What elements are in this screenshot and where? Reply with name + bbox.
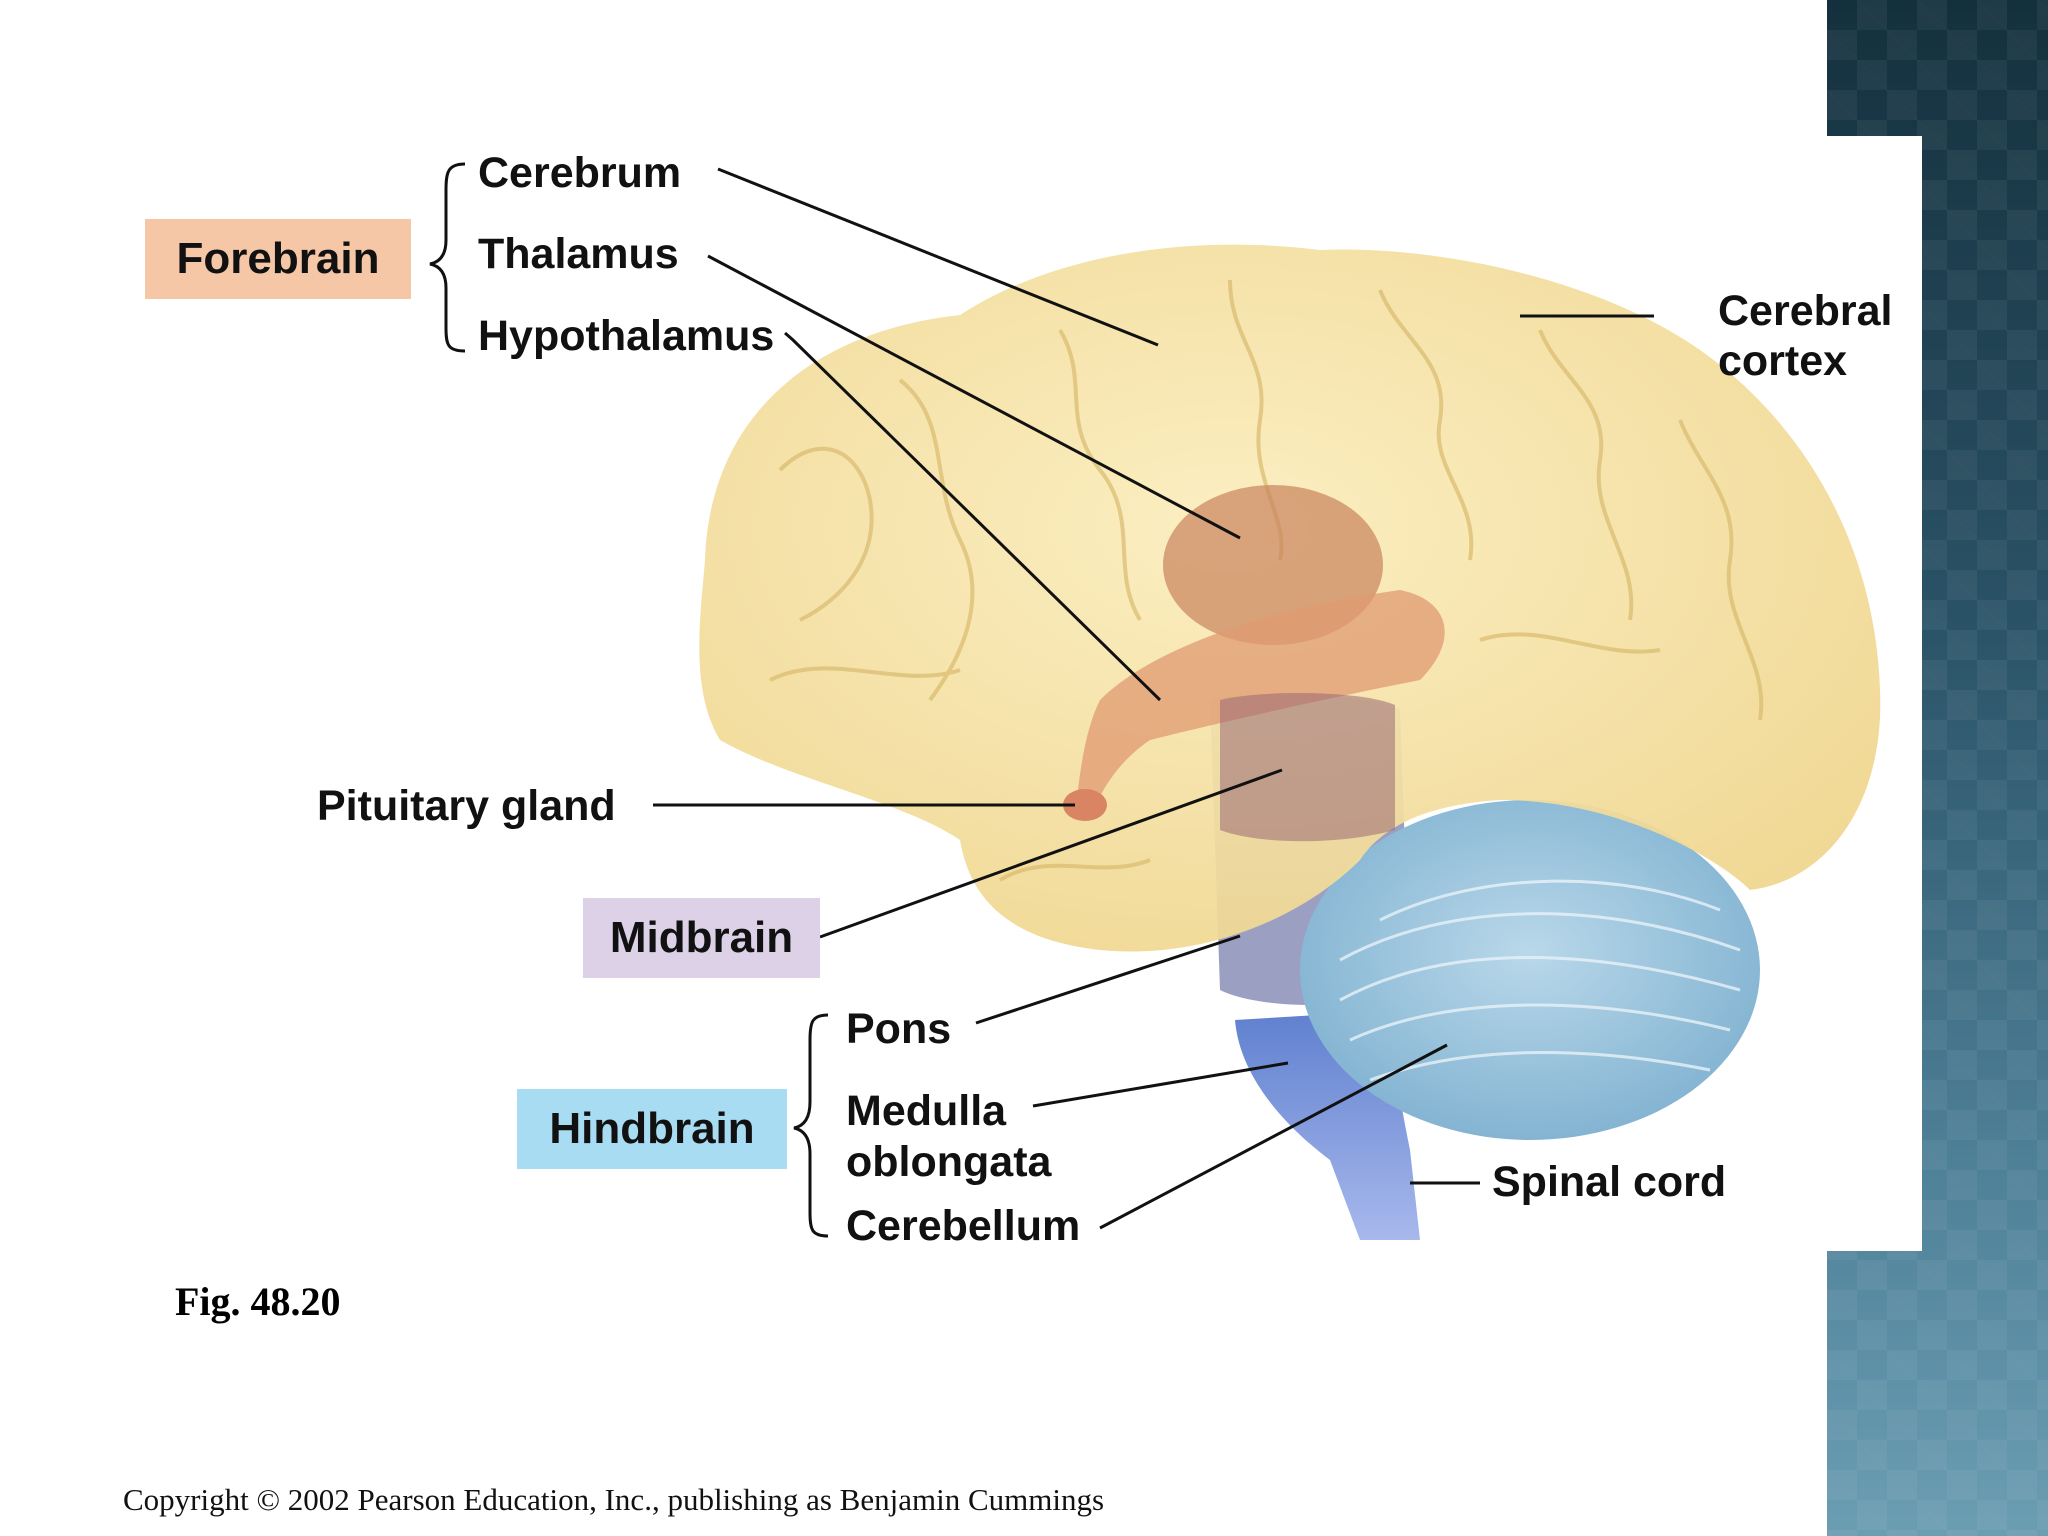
midbrain-text: Midbrain [609, 913, 794, 962]
pituitary-shape [1063, 789, 1107, 821]
forebrain-region-label: Forebrain [145, 219, 411, 299]
figure-caption: Fig. 48.20 [175, 1279, 341, 1324]
cerebral-cortex-label-line1: Cerebral [1718, 287, 1893, 335]
pituitary-gland-label: Pituitary gland [317, 782, 616, 830]
forebrain-text: Forebrain [176, 234, 380, 283]
cerebral-cortex-label-line2: cortex [1718, 337, 1848, 385]
thalamus-label: Thalamus [478, 230, 679, 278]
cerebellum-shape [1300, 800, 1760, 1140]
copyright-notice: Copyright © 2002 Pearson Education, Inc.… [123, 1482, 1105, 1517]
midbrain-shape [1220, 693, 1395, 842]
cerebellum-label: Cerebellum [846, 1202, 1081, 1250]
hindbrain-region-label: Hindbrain [517, 1089, 787, 1169]
cerebrum-label: Cerebrum [478, 149, 682, 197]
medulla-label-line2: oblongata [846, 1138, 1052, 1186]
hindbrain-text: Hindbrain [549, 1104, 755, 1153]
medulla-label-line1: Medulla [846, 1087, 1007, 1135]
midbrain-region-label: Midbrain [583, 898, 820, 978]
pons-label: Pons [846, 1005, 952, 1053]
hypothalamus-label: Hypothalamus [478, 312, 775, 360]
spinal-cord-label: Spinal cord [1492, 1158, 1727, 1206]
